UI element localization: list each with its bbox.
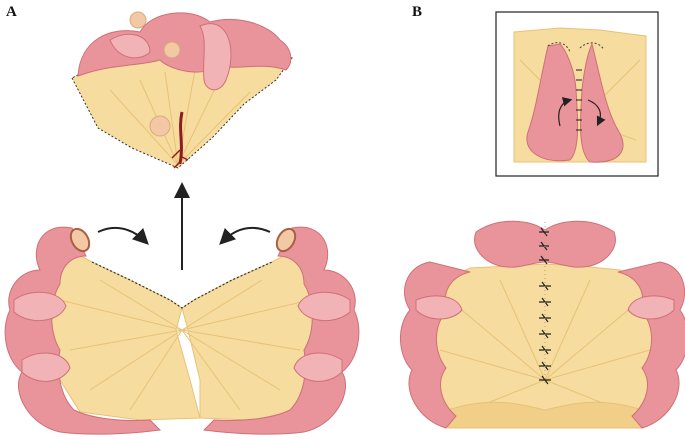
inset-bowel-left: [526, 43, 579, 162]
lymph-node: [149, 115, 171, 137]
bowel-anastomosis: [474, 220, 616, 268]
bowel-end-right: [275, 227, 297, 253]
split-mesentery: [4, 226, 360, 435]
bowel-left: [4, 226, 162, 435]
suture-stitch-icon: [576, 69, 582, 131]
bowel-right: [202, 226, 360, 435]
curved-arrow-icon: [219, 226, 271, 245]
panel-label-a: A: [6, 4, 17, 20]
lymph-node: [129, 11, 147, 29]
specimen-bowel: [77, 12, 292, 77]
inset-bowel-right: [580, 42, 624, 163]
curved-arrow-icon: [97, 226, 149, 245]
inset-box: [495, 11, 659, 177]
mesenteric-vessel: [178, 111, 184, 165]
bowel-end-left: [69, 227, 91, 253]
panel-label-b: B: [412, 4, 423, 20]
closed-mesentery: [399, 220, 685, 429]
lymph-node: [163, 41, 181, 59]
mesentery-left: [47, 249, 201, 421]
resected-specimen: [71, 11, 293, 169]
